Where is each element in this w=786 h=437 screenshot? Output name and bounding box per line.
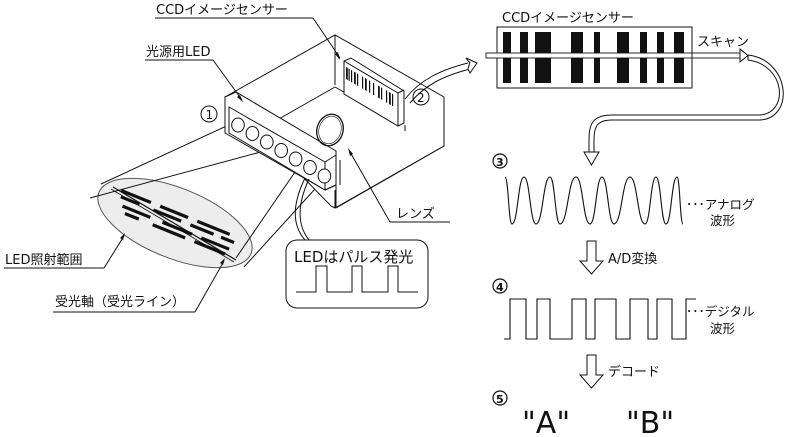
spot-stripe bbox=[189, 223, 215, 236]
ccd-panel-bar bbox=[392, 93, 394, 107]
ccd-panel-bar bbox=[346, 67, 348, 81]
led-pulse-callout: LEDはパルス発光 bbox=[285, 239, 429, 309]
ccd-panel-bar bbox=[348, 68, 350, 82]
spot-stripe bbox=[124, 212, 140, 221]
analog-label: ･･･アナログ bbox=[686, 197, 755, 212]
spot-barcode bbox=[120, 189, 235, 256]
step-2-marker: ② 2 bbox=[412, 88, 430, 106]
ccd-panel-bar bbox=[378, 85, 380, 99]
lens-label: レンズ bbox=[396, 206, 435, 222]
ccd-panel-bar bbox=[373, 82, 375, 96]
spot-stripe bbox=[220, 235, 235, 245]
scan-arrow-shaft bbox=[485, 52, 693, 59]
led-icon bbox=[260, 134, 274, 150]
ccd-panel-bar bbox=[389, 91, 391, 105]
receive-axis-line-2 bbox=[110, 188, 235, 263]
arrow-head-icon bbox=[465, 57, 478, 74]
spot-stripe bbox=[200, 236, 230, 251]
digital-waveform bbox=[504, 298, 696, 340]
pointer-arrow-icon bbox=[120, 233, 125, 240]
ccd-panel-bar bbox=[386, 90, 388, 103]
spot-stripe bbox=[152, 208, 182, 223]
ccd-panel-barcode bbox=[346, 67, 394, 107]
ad-convert-label: A/D変換 bbox=[608, 251, 657, 267]
decode-arrow: デコード bbox=[578, 354, 660, 389]
ccd-panel-bar bbox=[357, 73, 359, 87]
scanner-box bbox=[224, 34, 445, 209]
led-icon bbox=[303, 160, 317, 175]
down-arrow-icon bbox=[578, 240, 605, 275]
lens-ring-inner bbox=[318, 115, 342, 145]
step-1-digit: 1 bbox=[206, 108, 214, 122]
pulse-waveform bbox=[296, 265, 418, 293]
decoded-char-b: "B" bbox=[626, 406, 674, 433]
led-icon bbox=[245, 126, 260, 141]
spot-stripe bbox=[121, 204, 151, 219]
lens bbox=[316, 113, 344, 147]
step-3-analog: 3 ③ ･･･アナログ 波形 bbox=[492, 153, 755, 228]
led-icon bbox=[231, 117, 245, 133]
led-row bbox=[231, 117, 332, 184]
scan-label: スキャン bbox=[697, 35, 749, 50]
label-receive-axis: 受光軸（受光ライン） bbox=[53, 258, 225, 313]
led-icon bbox=[288, 151, 303, 167]
spot-stripe bbox=[159, 204, 189, 219]
pulse-note-label: LEDはパルス発光 bbox=[294, 248, 413, 266]
sensor-panel: CCDイメージセンサー スキャン bbox=[485, 11, 784, 167]
label-ccd-sensor: CCDイメージセンサー bbox=[155, 3, 341, 60]
spot-stripe bbox=[120, 189, 152, 204]
lens-ring-outer bbox=[316, 113, 344, 147]
digital-label-2: 波形 bbox=[710, 321, 736, 336]
step-4-digit: 4 bbox=[496, 281, 504, 294]
pointer-arrow-icon bbox=[220, 258, 225, 265]
spot-stripe bbox=[196, 219, 231, 236]
ccd-panel-bar bbox=[365, 78, 367, 92]
winding-arrow-inner bbox=[588, 59, 780, 152]
ccd-sensor-label: CCDイメージセンサー bbox=[156, 3, 288, 18]
down-arrow-icon bbox=[578, 354, 605, 389]
receive-axis-line bbox=[112, 186, 237, 261]
ccd-panel-bar bbox=[354, 71, 356, 85]
winding-arrow-outer bbox=[593, 54, 784, 152]
cone-line-top bbox=[100, 122, 234, 185]
led-icon bbox=[317, 168, 332, 184]
label-led-range: LED照射範囲 bbox=[4, 233, 125, 269]
ccd-panel-bar bbox=[351, 69, 353, 83]
step-5-digit: 5 bbox=[496, 393, 504, 406]
digital-label: ･･･デジタル bbox=[686, 304, 755, 319]
spot-stripe bbox=[152, 223, 186, 240]
label-led-source: 光源用LED bbox=[145, 45, 243, 102]
led-illumination-area bbox=[89, 114, 399, 269]
receive-axis-label: 受光軸（受光ライン） bbox=[55, 295, 185, 310]
cone-line-bottom bbox=[243, 177, 326, 268]
decode-label: デコード bbox=[608, 364, 660, 380]
analog-label-2: 波形 bbox=[710, 213, 736, 228]
pulse-callout-box bbox=[285, 239, 429, 309]
pulse-cable bbox=[294, 177, 306, 241]
led-range-label: LED照射範囲 bbox=[5, 252, 82, 268]
ad-convert-arrow: A/D変換 bbox=[578, 240, 657, 275]
pointer-arrow-icon bbox=[335, 52, 340, 60]
box-inner-edge bbox=[276, 86, 336, 121]
step-3-digit: 3 bbox=[496, 156, 504, 169]
step-5-output: 5 ⑤ "A" "B" bbox=[492, 390, 674, 437]
ccd-panel-bar bbox=[381, 87, 383, 100]
label-lens: レンズ bbox=[348, 148, 450, 223]
ccd-panel-bar bbox=[362, 76, 364, 89]
ccd-panel-bar bbox=[369, 80, 371, 94]
led-source-label: 光源用LED bbox=[146, 45, 210, 60]
pointer-arrow-icon bbox=[348, 148, 353, 156]
decoded-char-a: "A" bbox=[522, 406, 570, 433]
box-to-sensor-arrow bbox=[404, 57, 478, 104]
step-4-digital: 4 ④ ･･･デジタル 波形 bbox=[492, 278, 755, 340]
scan-arrow-head-icon bbox=[739, 47, 749, 64]
pointer-arrow-icon bbox=[237, 95, 243, 102]
sensor-panel-title: CCDイメージセンサー bbox=[502, 11, 634, 26]
winding-arrow-head-icon bbox=[583, 151, 600, 167]
analog-waveform bbox=[504, 176, 684, 225]
step-1-marker: ① 1 bbox=[200, 105, 218, 123]
step-2-digit: 2 bbox=[417, 91, 425, 105]
led-icon bbox=[274, 143, 289, 158]
